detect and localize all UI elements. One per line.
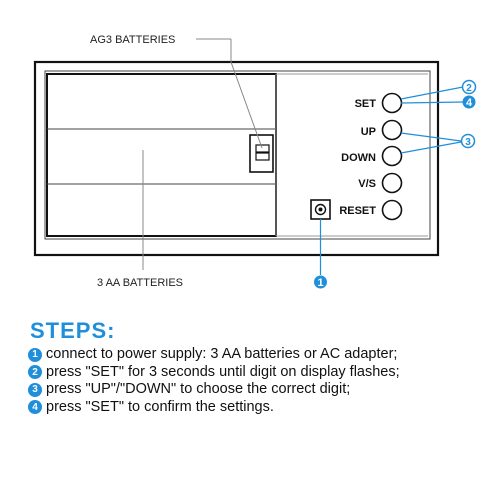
ag3-holder: [249, 134, 274, 173]
up-button-label: UP: [361, 126, 376, 138]
step-3: 3 press "UP"/"DOWN" to choose the correc…: [28, 381, 488, 399]
step-3-text: press "UP"/"DOWN" to choose the correct …: [46, 381, 351, 397]
marker-1: 1: [314, 275, 327, 289]
device-diagram: AG3 BATTERIES 3 AA BATTERIES SET UP DOWN…: [33, 34, 477, 289]
callout-line-set-2: [400, 86, 464, 100]
step-4: 4 press "SET" to confirm the settings.: [28, 399, 488, 417]
step-3-badge: 3: [28, 382, 42, 397]
aa-label: 3 AA BATTERIES: [97, 277, 183, 289]
power-jack-pin: [318, 207, 323, 212]
ag3-cell-bottom: [255, 152, 270, 161]
callout-line-down-3: [400, 141, 462, 154]
marker-4-text: 4: [466, 97, 473, 109]
step-1: 1 connect to power supply: 3 AA batterie…: [28, 346, 488, 364]
set-button: [381, 92, 403, 114]
power-jack-port: [314, 203, 327, 216]
device-outer-frame: [33, 60, 440, 257]
marker-4: 4: [462, 95, 476, 109]
down-button: [381, 145, 403, 167]
battery-compartment: [46, 73, 277, 237]
up-button: [381, 119, 403, 141]
vs-button-label: V/S: [358, 178, 376, 190]
reset-button: [381, 199, 403, 221]
ag3-cell-top: [255, 144, 270, 153]
step-2-badge: 2: [28, 365, 42, 380]
reset-button-label: RESET: [339, 205, 376, 217]
down-button-label: DOWN: [341, 152, 376, 164]
step-1-text: connect to power supply: 3 AA batteries …: [46, 346, 398, 362]
marker-3: 3: [460, 133, 476, 149]
steps-section: STEPS: 1 connect to power supply: 3 AA b…: [28, 318, 488, 416]
set-button-label: SET: [355, 98, 377, 110]
step-2-text: press "SET" for 3 seconds until digit on…: [46, 363, 400, 380]
marker-2: 2: [461, 79, 477, 95]
step-4-text: press "SET" to confirm the settings.: [46, 398, 274, 415]
marker-2-text: 2: [466, 83, 472, 94]
callout-line-set-4: [400, 101, 464, 104]
steps-title: STEPS:: [30, 318, 116, 343]
ag3-label: AG3 BATTERIES: [90, 34, 175, 46]
step-2: 2 press "SET" for 3 seconds until digit …: [28, 364, 488, 382]
marker-3-text: 3: [465, 137, 471, 148]
step-1-badge: 1: [28, 347, 42, 362]
step-4-badge: 4: [28, 400, 42, 415]
device-inner-frame: [44, 70, 431, 240]
marker-1-text: 1: [317, 277, 323, 289]
vs-button: [381, 172, 403, 194]
callout-line-up-3: [400, 132, 462, 142]
ag3-leader: [230, 39, 263, 149]
